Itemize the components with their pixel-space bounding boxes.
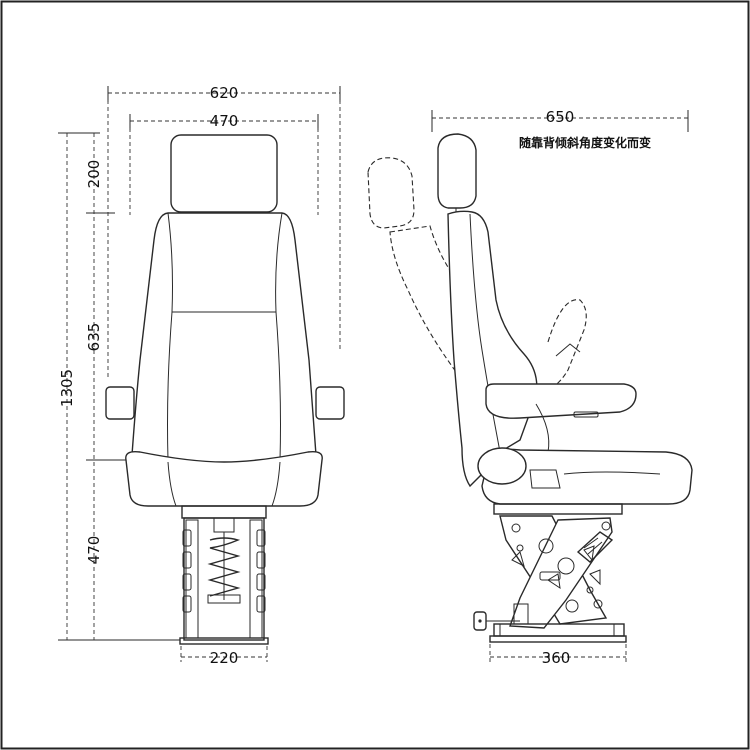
side-view: 650 随靠背倾斜角度变化而变: [367, 108, 693, 667]
dim-text-200: 200: [85, 160, 103, 189]
side-suspension: [499, 515, 614, 629]
dim-base-width: 220: [180, 646, 268, 667]
dim-height-total: 1305: [58, 132, 180, 641]
dim-base-depth: 360: [489, 644, 627, 667]
front-headrest: [170, 134, 278, 213]
front-floor-plate: [179, 637, 269, 645]
dim-width-overall: 620: [107, 84, 341, 380]
dim-text-1305: 1305: [58, 369, 76, 407]
dim-text-470-height: 470: [85, 536, 103, 565]
front-seat-cushion: [125, 450, 323, 507]
dim-text-635: 635: [85, 323, 103, 352]
dim-text-620: 620: [210, 84, 239, 102]
front-view: 620 470 1305 200 635 470: [58, 84, 345, 667]
side-floor-plate: [489, 635, 627, 643]
dim-text-470-width: 470: [210, 112, 239, 130]
front-spring: [207, 517, 241, 604]
front-base-top: [181, 505, 267, 519]
dim-text-650: 650: [546, 108, 575, 126]
front-armrest-left: [105, 386, 135, 420]
depth-note: 随靠背倾斜角度变化而变: [519, 135, 651, 150]
dim-depth-overall: 650 随靠背倾斜角度变化而变: [431, 108, 689, 150]
dim-text-360: 360: [542, 649, 571, 667]
dim-heights-parts: 200 635 470: [85, 133, 130, 640]
front-armrest-right: [315, 386, 345, 420]
front-backrest: [131, 212, 317, 471]
dim-text-220: 220: [210, 649, 239, 667]
side-seat-base: [493, 503, 623, 515]
side-headrest: [437, 133, 477, 209]
dim-width-seat: 470: [129, 112, 319, 215]
side-seat-bolster: [477, 447, 527, 485]
side-armrest: [485, 383, 637, 419]
side-backrest: [447, 210, 538, 488]
